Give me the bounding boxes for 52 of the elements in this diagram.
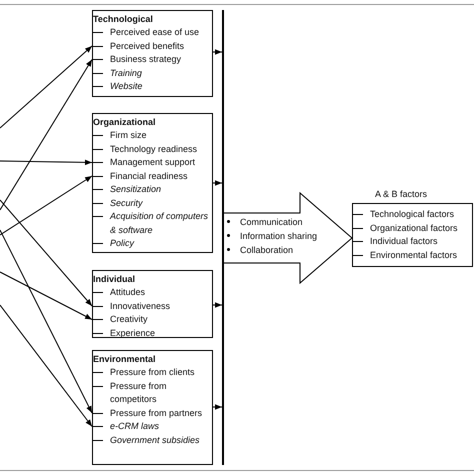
- list-item: Management support: [110, 156, 196, 169]
- arrow: [0, 46, 92, 128]
- list-item: Perceived benefits: [110, 40, 184, 52]
- list-item: Pressure from competitors: [110, 380, 168, 406]
- factor-group-box: [92, 270, 213, 338]
- list-item: Acquisition of computers & software: [110, 210, 210, 236]
- list-item: Innovativeness: [110, 300, 170, 312]
- block-arrow: [223, 192, 353, 284]
- factor-group-box: [92, 350, 213, 465]
- factor-group-box: [92, 113, 213, 253]
- list-item: Attitudes: [110, 286, 146, 299]
- list-item: Pressure from clients: [110, 366, 195, 379]
- list-item: Website: [110, 80, 142, 93]
- box-heading: Organizational: [93, 116, 157, 129]
- arrow: [0, 59, 92, 210]
- arrow: [0, 272, 92, 320]
- arrow: [0, 160, 92, 166]
- list-item: Technology readiness: [110, 142, 198, 156]
- arrow: [212, 180, 222, 186]
- arrow: [212, 404, 222, 410]
- vertical-line: [222, 10, 224, 465]
- list-item: Financial readiness: [110, 170, 188, 182]
- arrow: [0, 200, 92, 306]
- list-item: Environmental factors: [370, 248, 458, 262]
- box-heading: Individual: [93, 273, 136, 286]
- list-item: Firm size: [110, 129, 146, 142]
- list-item: Training: [110, 66, 142, 80]
- list-item: Business strategy: [110, 53, 182, 66]
- bullet-text: Information sharing: [240, 230, 318, 243]
- list-item: Creativity: [110, 313, 148, 326]
- list-item: Pressure from partners: [110, 406, 202, 420]
- arrow: [212, 49, 222, 55]
- bullet-text: Communication: [240, 216, 303, 229]
- factor-group-box: [92, 10, 213, 97]
- list-item: Individual factors: [370, 235, 438, 248]
- arrow: [212, 302, 222, 308]
- list-item: Organizational factors: [370, 222, 458, 235]
- arrow: [0, 176, 92, 236]
- list-item: Technological factors: [370, 208, 454, 221]
- arrow: [0, 230, 92, 414]
- list-item: Sensitization: [110, 183, 162, 196]
- bullet-text: Collaboration: [240, 244, 294, 257]
- list-item: Security: [110, 196, 143, 210]
- box-heading: A & B factors: [375, 188, 428, 201]
- list-item: Experience: [110, 326, 156, 340]
- list-item: e-CRM laws: [110, 420, 160, 433]
- box-heading: Environmental: [93, 353, 157, 366]
- list-item: Government subsidies: [110, 434, 200, 446]
- list-item: Perceived ease of use: [110, 26, 200, 39]
- box-heading: Technological: [93, 13, 154, 26]
- list-item: Policy: [110, 237, 134, 250]
- arrow: [0, 304, 92, 427]
